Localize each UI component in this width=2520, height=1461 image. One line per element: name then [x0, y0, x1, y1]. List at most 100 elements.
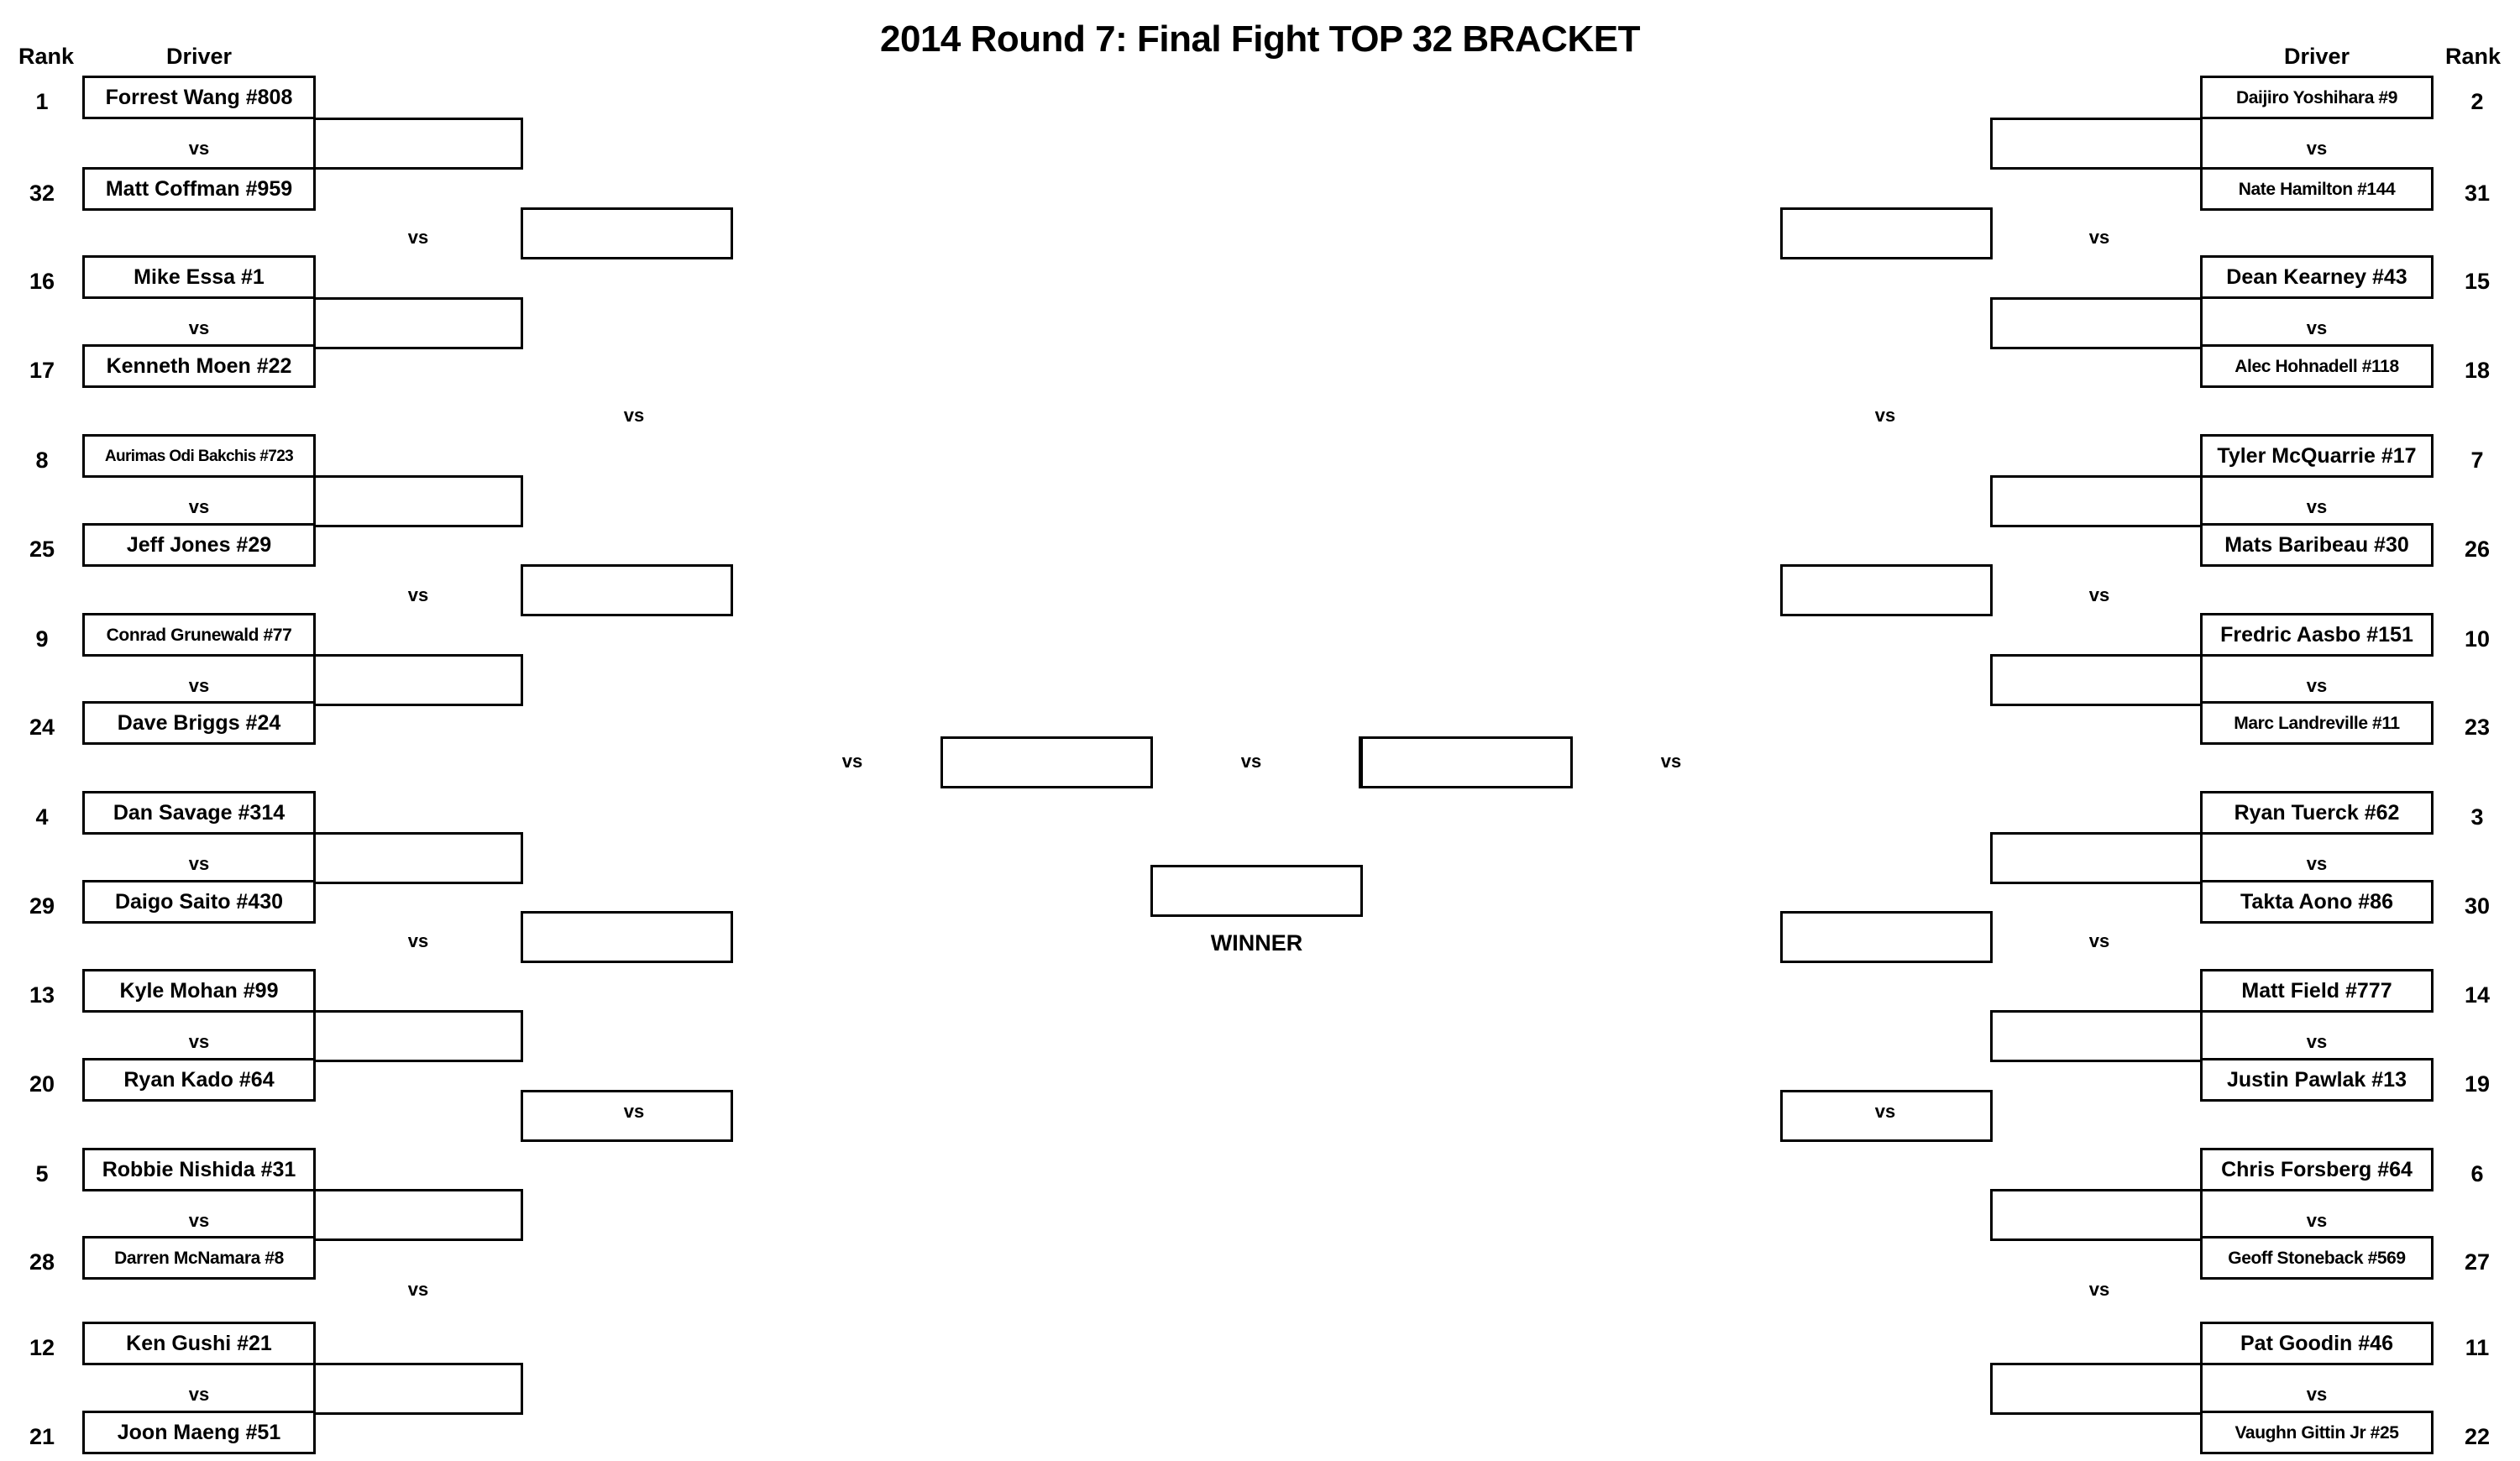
rank-right-26: 26: [2464, 537, 2491, 562]
rank-left-32: 32: [29, 181, 55, 206]
rank-left-8: 8: [35, 448, 49, 473]
vs-label-left-match-3: vs: [188, 496, 210, 517]
driver-name: Joon Maeng #51: [117, 1420, 281, 1444]
driver-box-left-15[interactable]: Ken Gushi #21: [82, 1322, 316, 1365]
slot-right-r2-5[interactable]: [1990, 832, 2203, 884]
driver-box-right-14[interactable]: Geoff Stoneback #569: [2200, 1236, 2434, 1280]
slot-right-r2-7[interactable]: [1990, 1189, 2203, 1241]
vs-label-left-match-1: vs: [188, 138, 210, 159]
driver-box-right-12[interactable]: Justin Pawlak #13: [2200, 1058, 2434, 1102]
rank-right-14: 14: [2464, 982, 2491, 1008]
driver-name: Pat Goodin #46: [2240, 1331, 2393, 1355]
slot-left-r3-3[interactable]: [521, 911, 733, 963]
slot-right-r2-3[interactable]: [1990, 475, 2203, 527]
driver-box-right-6[interactable]: Mats Baribeau #30: [2200, 523, 2434, 567]
rank-left-28: 28: [29, 1249, 55, 1275]
driver-box-right-2[interactable]: Nate Hamilton #144: [2200, 167, 2434, 211]
slot-left-r3-1[interactable]: [521, 207, 733, 259]
driver-box-right-4[interactable]: Alec Hohnadell #118: [2200, 344, 2434, 388]
driver-box-right-5[interactable]: Tyler McQuarrie #17: [2200, 434, 2434, 478]
driver-box-right-3[interactable]: Dean Kearney #43: [2200, 255, 2434, 299]
driver-name: Forrest Wang #808: [105, 85, 293, 109]
vs-label-right-match-1: vs: [2306, 138, 2328, 159]
driver-box-left-10[interactable]: Daigo Saito #430: [82, 880, 316, 924]
vs-label-left-r2-match-2: vs: [407, 584, 429, 605]
driver-box-right-1[interactable]: Daijiro Yoshihara #9: [2200, 76, 2434, 119]
rank-left-9: 9: [35, 626, 49, 652]
slot-left-r2-3[interactable]: [313, 475, 523, 527]
driver-box-left-9[interactable]: Dan Savage #314: [82, 791, 316, 835]
driver-name: Mats Baribeau #30: [2224, 532, 2409, 557]
driver-box-left-6[interactable]: Jeff Jones #29: [82, 523, 316, 567]
rank-left-24: 24: [29, 715, 55, 740]
rank-left-21: 21: [29, 1424, 55, 1449]
driver-box-right-13[interactable]: Chris Forsberg #64: [2200, 1148, 2434, 1191]
driver-box-left-11[interactable]: Kyle Mohan #99: [82, 969, 316, 1013]
slot-left-r2-4[interactable]: [313, 654, 523, 706]
driver-box-left-12[interactable]: Ryan Kado #64: [82, 1058, 316, 1102]
driver-box-left-2[interactable]: Matt Coffman #959: [82, 167, 316, 211]
driver-box-left-16[interactable]: Joon Maeng #51: [82, 1411, 316, 1454]
driver-box-left-1[interactable]: Forrest Wang #808: [82, 76, 316, 119]
vs-label-final-left: vs: [1240, 751, 1262, 772]
rank-right-11: 11: [2465, 1335, 2490, 1360]
vs-label-left-match-6: vs: [188, 1031, 210, 1052]
vs-label-left-match-4: vs: [188, 675, 210, 696]
slot-left-r2-6[interactable]: [313, 1010, 523, 1062]
slot-left-r2-7[interactable]: [313, 1189, 523, 1241]
driver-box-left-3[interactable]: Mike Essa #1: [82, 255, 316, 299]
driver-name: Kenneth Moen #22: [106, 353, 292, 378]
driver-name: Jeff Jones #29: [126, 532, 272, 557]
vs-label-left-r4-match: vs: [841, 751, 863, 772]
header-left-driver: Driver: [165, 44, 233, 69]
slot-right-r3-2[interactable]: [1780, 564, 1993, 616]
driver-box-right-15[interactable]: Pat Goodin #46: [2200, 1322, 2434, 1365]
slot-right-r3-3[interactable]: [1780, 911, 1993, 963]
slot-left-r3-2[interactable]: [521, 564, 733, 616]
rank-left-25: 25: [29, 537, 55, 562]
driver-box-left-8[interactable]: Dave Briggs #24: [82, 701, 316, 745]
slot-winner[interactable]: [1150, 865, 1363, 917]
driver-box-right-8[interactable]: Marc Landreville #11: [2200, 701, 2434, 745]
rank-right-30: 30: [2464, 893, 2491, 919]
vs-label-left-r3-match-1: vs: [623, 405, 645, 426]
slot-right-r3-1[interactable]: [1780, 207, 1993, 259]
vs-label-right-r3-match-1: vs: [1874, 405, 1896, 426]
slot-right-r3-4[interactable]: [1780, 1090, 1993, 1142]
driver-box-left-5[interactable]: Aurimas Odi Bakchis #723: [82, 434, 316, 478]
driver-box-left-14[interactable]: Darren McNamara #8: [82, 1236, 316, 1280]
slot-left-r4-1[interactable]: [940, 736, 1153, 788]
slot-right-r4-1[interactable]: [1360, 736, 1573, 788]
driver-box-right-7[interactable]: Fredric Aasbo #151: [2200, 613, 2434, 657]
vs-label-right-r2-match-2: vs: [2088, 584, 2110, 605]
rank-left-29: 29: [29, 893, 55, 919]
vs-label-left-match-5: vs: [188, 853, 210, 874]
page-title: 2014 Round 7: Final Fight TOP 32 BRACKET: [880, 18, 1640, 60]
slot-right-r2-6[interactable]: [1990, 1010, 2203, 1062]
slot-right-r2-2[interactable]: [1990, 297, 2203, 349]
slot-left-r2-8[interactable]: [313, 1363, 523, 1415]
slot-left-r2-5[interactable]: [313, 832, 523, 884]
rank-right-27: 27: [2464, 1249, 2491, 1275]
slot-left-r2-2[interactable]: [313, 297, 523, 349]
rank-left-4: 4: [35, 804, 49, 830]
slot-left-r3-4[interactable]: [521, 1090, 733, 1142]
vs-label-left-match-2: vs: [188, 317, 210, 338]
rank-left-20: 20: [29, 1071, 55, 1097]
driver-box-right-9[interactable]: Ryan Tuerck #62: [2200, 791, 2434, 835]
driver-box-left-13[interactable]: Robbie Nishida #31: [82, 1148, 316, 1191]
driver-box-left-7[interactable]: Conrad Grunewald #77: [82, 613, 316, 657]
driver-box-right-11[interactable]: Matt Field #777: [2200, 969, 2434, 1013]
slot-left-r2-1[interactable]: [313, 118, 523, 170]
driver-box-right-10[interactable]: Takta Aono #86: [2200, 880, 2434, 924]
vs-label-right-r2-match-4: vs: [2088, 1279, 2110, 1300]
slot-right-r2-8[interactable]: [1990, 1363, 2203, 1415]
driver-box-right-16[interactable]: Vaughn Gittin Jr #25: [2200, 1411, 2434, 1454]
rank-right-2: 2: [2470, 89, 2484, 114]
driver-name: Nate Hamilton #144: [2238, 179, 2396, 199]
driver-box-left-4[interactable]: Kenneth Moen #22: [82, 344, 316, 388]
slot-right-r2-1[interactable]: [1990, 118, 2203, 170]
driver-name: Marc Landreville #11: [2234, 713, 2400, 733]
slot-right-r2-4[interactable]: [1990, 654, 2203, 706]
